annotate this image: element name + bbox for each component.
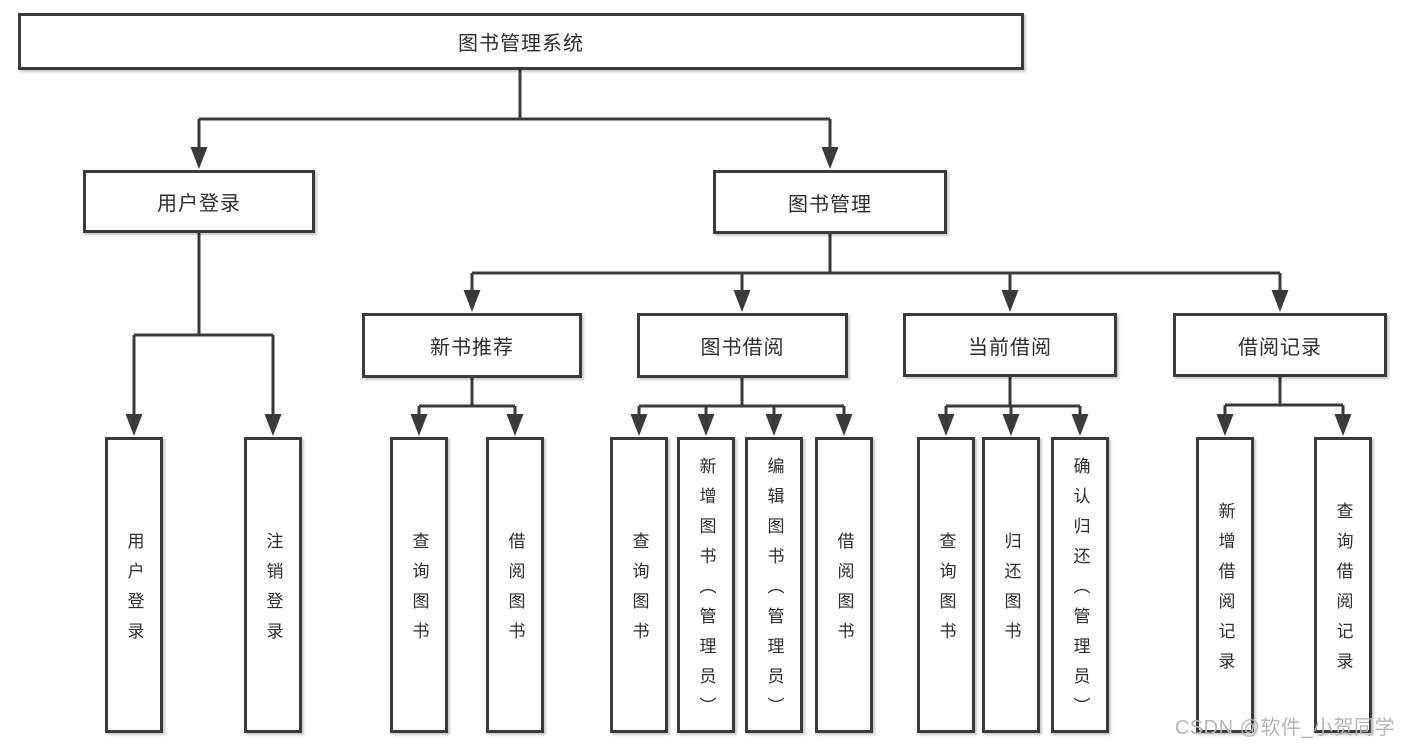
leaf-label: 查询图书 bbox=[629, 531, 649, 652]
leaf-label: 新增图书（管理员） bbox=[696, 456, 716, 727]
leaf-label: 归还图书 bbox=[1001, 531, 1021, 652]
leaf-add-book-admin: 新增图书（管理员） bbox=[677, 437, 735, 733]
leaf-label: 注销登录 bbox=[263, 531, 283, 652]
leaf-query-borrow-record: 查询借阅记录 bbox=[1314, 437, 1372, 733]
leaf-borrow-books-borrowing: 借阅图书 bbox=[815, 437, 873, 733]
leaf-label: 确认归还（管理员） bbox=[1070, 456, 1090, 727]
leaf-label: 借阅图书 bbox=[505, 531, 525, 652]
leaf-label: 编辑图书（管理员） bbox=[764, 456, 784, 727]
leaf-label: 用户登录 bbox=[124, 531, 144, 652]
csdn-watermark: CSDN @软件_小贺同学 bbox=[1174, 717, 1395, 739]
leaf-label: 借阅图书 bbox=[834, 531, 854, 652]
node-current-borrowing: 当前借阅 bbox=[903, 313, 1117, 377]
node-book-management-branch: 图书管理 bbox=[713, 170, 947, 234]
arrowheads bbox=[125, 147, 1352, 436]
node-book-borrowing: 图书借阅 bbox=[637, 313, 848, 378]
leaf-label: 查询图书 bbox=[936, 531, 956, 652]
leaf-query-books-recommend: 查询图书 bbox=[390, 437, 448, 733]
leaf-user-login: 用户登录 bbox=[105, 437, 163, 733]
leaf-return-book: 归还图书 bbox=[982, 437, 1040, 733]
node-root-library-system: 图书管理系统 bbox=[18, 13, 1024, 70]
leaf-confirm-return-admin: 确认归还（管理员） bbox=[1051, 437, 1109, 733]
leaf-logout: 注销登录 bbox=[244, 437, 302, 733]
node-user-login-branch: 用户登录 bbox=[83, 170, 315, 233]
node-borrowing-records: 借阅记录 bbox=[1173, 313, 1387, 377]
leaf-add-borrow-record: 新增借阅记录 bbox=[1196, 437, 1254, 733]
leaf-label: 查询图书 bbox=[409, 531, 429, 652]
leaf-label: 新增借阅记录 bbox=[1215, 501, 1235, 682]
leaf-query-books-current: 查询图书 bbox=[917, 437, 975, 733]
leaf-label: 查询借阅记录 bbox=[1333, 501, 1353, 682]
leaf-query-books-borrowing: 查询图书 bbox=[610, 437, 668, 733]
leaf-borrow-books-recommend: 借阅图书 bbox=[486, 437, 544, 733]
leaf-edit-book-admin: 编辑图书（管理员） bbox=[745, 437, 803, 733]
node-new-book-recommend: 新书推荐 bbox=[362, 313, 582, 378]
